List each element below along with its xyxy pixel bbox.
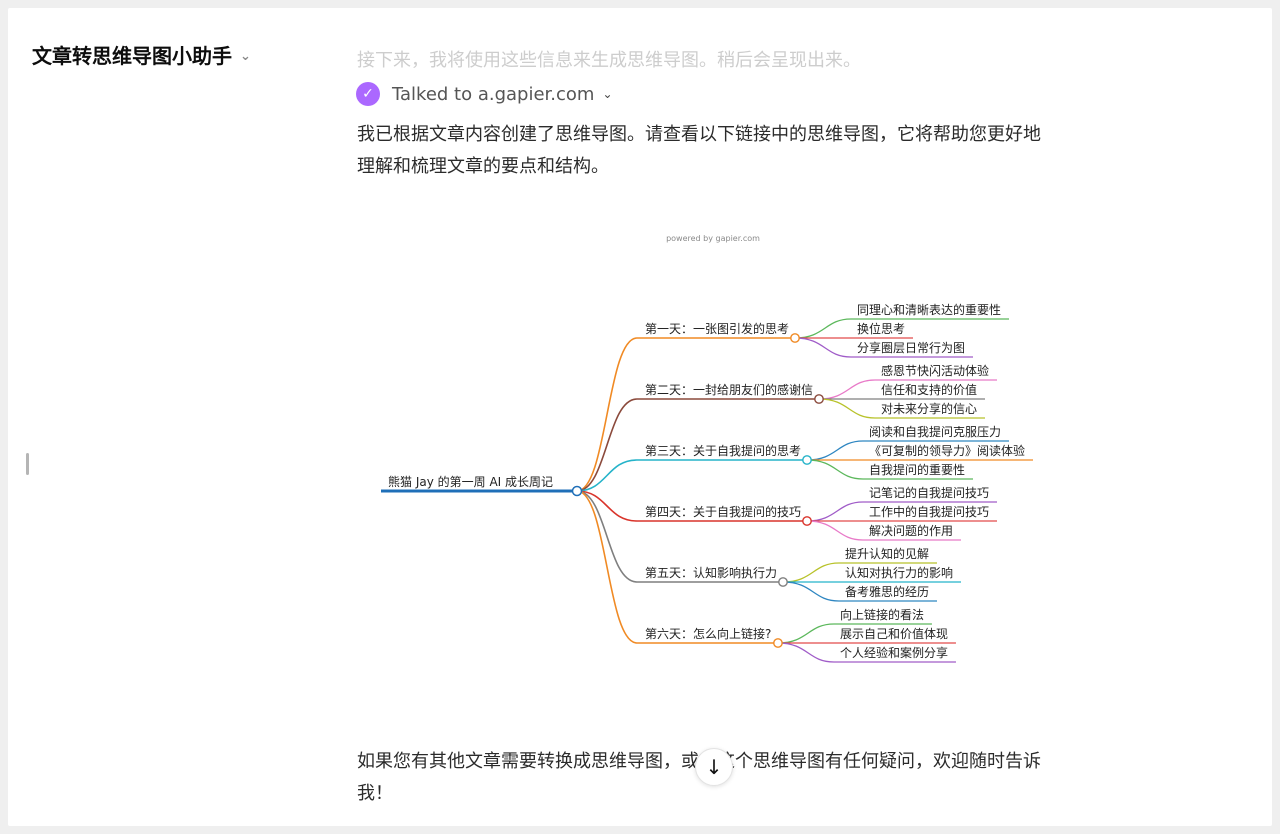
leaf-connector <box>794 337 973 358</box>
branch-node-label: 第六天：怎么向上链接? <box>645 626 771 641</box>
branch-connector <box>576 490 783 583</box>
leaf-connector <box>782 562 937 583</box>
leaf-node-label: 记笔记的自我提问技巧 <box>869 485 989 500</box>
branch-node-label: 第四天：关于自我提问的技巧 <box>645 504 801 519</box>
branch-node-dot <box>814 394 824 404</box>
leaf-connector <box>806 520 961 541</box>
leaf-connector <box>782 581 937 602</box>
leaf-connector <box>818 398 985 419</box>
branch-node-label: 第二天：一封给朋友们的感谢信 <box>645 382 813 397</box>
branch-node-dot <box>802 455 812 465</box>
leaf-connector <box>777 642 956 663</box>
leaf-node-label: 认知对执行力的影响 <box>845 565 953 580</box>
branch-node-label: 第五天：认知影响执行力 <box>645 565 777 580</box>
faded-message-line: 接下来，我将使用这些信息来生成思维导图。稍后会呈现出来。 <box>357 50 861 71</box>
leaf-node-label: 解决问题的作用 <box>869 523 953 538</box>
leaf-node-label: 工作中的自我提问技巧 <box>869 504 989 519</box>
leaf-node-label: 提升认知的见解 <box>845 546 929 561</box>
branch-node-dot <box>802 516 812 526</box>
branch-node-dot <box>773 638 783 648</box>
leaf-node-label: 阅读和自我提问克服压力 <box>869 424 1001 439</box>
leaf-connector <box>777 623 932 644</box>
chevron-down-icon: ⌄ <box>602 87 613 101</box>
branch-connector <box>576 490 807 522</box>
leaf-node-label: 对未来分享的信心 <box>881 401 977 416</box>
powered-by-label: powered by gapier.com <box>666 234 760 243</box>
leaf-node-label: 自我提问的重要性 <box>869 462 965 477</box>
leaf-node-label: 备考雅思的经历 <box>845 584 929 599</box>
tool-call-toggle[interactable]: ✓ Talked to a.gapier.com ⌄ <box>356 82 613 106</box>
scroll-down-button[interactable]: ↓ <box>695 748 733 786</box>
leaf-node-label: 同理心和清晰表达的重要性 <box>857 302 1001 317</box>
leaf-connector <box>806 501 997 522</box>
mindmap-image: powered by gapier.com 熊猫 Jay 的第一周 AI 成长周记… <box>381 234 1033 663</box>
leaf-node-label: 个人经验和案例分享 <box>840 645 948 660</box>
branch-node-dot <box>778 577 788 587</box>
leaf-node-label: 感恩节快闪活动体验 <box>881 363 989 378</box>
branch-connector <box>576 490 778 644</box>
leaf-node-label: 信任和支持的价值 <box>881 382 977 397</box>
root-node-dot <box>571 485 583 497</box>
chat-window: 文章转思维导图小助手 ⌄ 接下来，我将使用这些信息来生成思维导图。稍后会呈现出来… <box>8 8 1272 826</box>
gpt-title: 文章转思维导图小助手 <box>32 44 232 68</box>
root-node-label: 熊猫 Jay 的第一周 AI 成长周记 <box>388 474 553 489</box>
branch-connector <box>576 337 795 492</box>
leaf-connector <box>806 440 1009 461</box>
sidebar-drag-handle[interactable] <box>26 453 29 475</box>
arrow-down-icon: ↓ <box>705 755 723 779</box>
leaf-node-label: 展示自己和价值体现 <box>840 626 948 641</box>
leaf-connector <box>794 318 1009 339</box>
leaf-node-label: 向上链接的看法 <box>840 607 924 622</box>
gpt-title-menu[interactable]: 文章转思维导图小助手 ⌄ <box>32 40 251 69</box>
tool-call-label: Talked to a.gapier.com <box>392 83 595 105</box>
branch-node-dot <box>790 333 800 343</box>
leaf-connector <box>818 379 997 400</box>
branch-connector <box>576 459 807 492</box>
leaf-node-label: 分享圈层日常行为图 <box>857 340 965 355</box>
check-icon: ✓ <box>356 82 380 106</box>
assistant-response: 我已根据文章内容创建了思维导图。请查看以下链接中的思维导图，它将帮助您更好地理解… <box>357 124 1041 177</box>
leaf-node-label: 《可复制的领导力》阅读体验 <box>869 443 1025 458</box>
leaf-connector <box>806 459 973 480</box>
branch-connector <box>576 398 819 492</box>
chevron-down-icon: ⌄ <box>240 48 251 64</box>
branch-node-label: 第三天：关于自我提问的思考 <box>645 443 801 458</box>
branch-node-label: 第一天：一张图引发的思考 <box>645 321 789 336</box>
leaf-node-label: 换位思考 <box>857 321 905 336</box>
